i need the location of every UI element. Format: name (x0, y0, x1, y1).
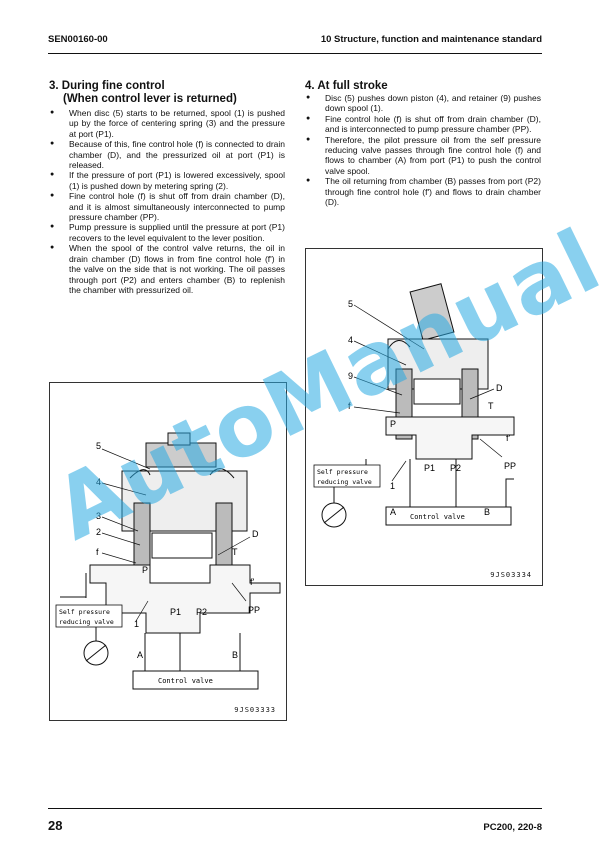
reducing-valve-label: reducing valve (59, 618, 114, 626)
label-P1: P1 (424, 463, 435, 473)
page-number: 28 (48, 818, 63, 833)
label-4: 4 (96, 477, 101, 487)
bullet-list: Disc (5) pushes down piston (4), and ret… (305, 93, 541, 207)
bullet-item: When the spool of the control valve retu… (49, 243, 285, 295)
self-pressure-label: Self pressure (317, 468, 368, 476)
doc-code: SEN00160-00 (48, 34, 108, 45)
label-P1: P1 (170, 607, 181, 617)
bullet-item: Fine control hole (f) is shut off from d… (305, 114, 541, 135)
hydraulic-diagram: 5 4 3 2 f D T P f' P1 P2 PP 1 Self press… (55, 432, 281, 690)
self-pressure-label: Self pressure (59, 608, 110, 616)
label-A: A (137, 650, 143, 660)
label-B: B (232, 650, 238, 660)
section-title: 10 Structure, function and maintenance s… (320, 34, 542, 45)
label-4: 4 (348, 335, 353, 345)
label-f-prime: f' (506, 433, 511, 443)
label-3: 3 (96, 511, 101, 521)
bullet-item: When disc (5) starts to be returned, spo… (49, 108, 285, 139)
bullet-item: Therefore, the pilot pressure oil from t… (305, 135, 541, 177)
reducing-valve-label: reducing valve (317, 478, 372, 486)
label-5: 5 (348, 299, 353, 309)
label-1: 1 (390, 481, 395, 491)
footer-rule (48, 808, 542, 809)
label-PP: PP (248, 605, 260, 615)
bullet-item: The oil returning from chamber (B) passe… (305, 176, 541, 207)
label-PP: PP (504, 461, 516, 471)
control-valve-label: Control valve (410, 513, 465, 521)
label-B: B (484, 507, 490, 517)
figure-full-stroke: 5 4 9 f D T P f' P1 P2 PP 1 Self pressur… (305, 248, 543, 586)
label-f: f (348, 401, 351, 411)
label-f-prime: f' (250, 577, 255, 587)
section-heading-full-stroke: 4. At full stroke (305, 80, 388, 92)
label-P2: P2 (450, 463, 461, 473)
bullet-list: When disc (5) starts to be returned, spo… (49, 108, 285, 295)
label-A: A (390, 507, 396, 517)
model-name: PC200, 220-8 (483, 822, 542, 833)
label-D: D (252, 529, 259, 539)
label-T: T (232, 547, 238, 557)
label-P: P (390, 419, 396, 429)
label-9: 9 (348, 371, 353, 381)
bullet-item: If the pressure of port (P1) is lowered … (49, 170, 285, 191)
bullet-item: Fine control hole (f) is shut off from d… (49, 191, 285, 222)
control-valve-label: Control valve (158, 677, 213, 685)
figure-fine-control: 5 4 3 2 f D T P f' P1 P2 PP 1 Self press… (49, 382, 287, 721)
label-f: f (96, 547, 99, 557)
label-1: 1 (134, 619, 139, 629)
section-heading-fine-control: 3. During fine control (49, 80, 165, 92)
bullet-item: Disc (5) pushes down piston (4), and ret… (305, 93, 541, 114)
label-P: P (142, 565, 148, 575)
right-column: 4. At full stroke Disc (5) pushes down p… (305, 80, 541, 207)
bullet-item: Because of this, fine control hole (f) i… (49, 139, 285, 170)
label-T: T (488, 401, 494, 411)
label-P2: P2 (196, 607, 207, 617)
label-2: 2 (96, 527, 101, 537)
left-column: 3. During fine control (When control lev… (49, 80, 285, 295)
figure-code: 9JS03333 (234, 706, 276, 714)
label-D: D (496, 383, 503, 393)
label-5: 5 (96, 441, 101, 451)
bullet-item: Pump pressure is supplied until the pres… (49, 222, 285, 243)
header-rule (48, 53, 542, 54)
figure-code: 9JS03334 (490, 571, 532, 579)
hydraulic-diagram: 5 4 9 f D T P f' P1 P2 PP 1 Self pressur… (313, 283, 516, 528)
section-subheading: (When control lever is returned) (63, 93, 237, 105)
